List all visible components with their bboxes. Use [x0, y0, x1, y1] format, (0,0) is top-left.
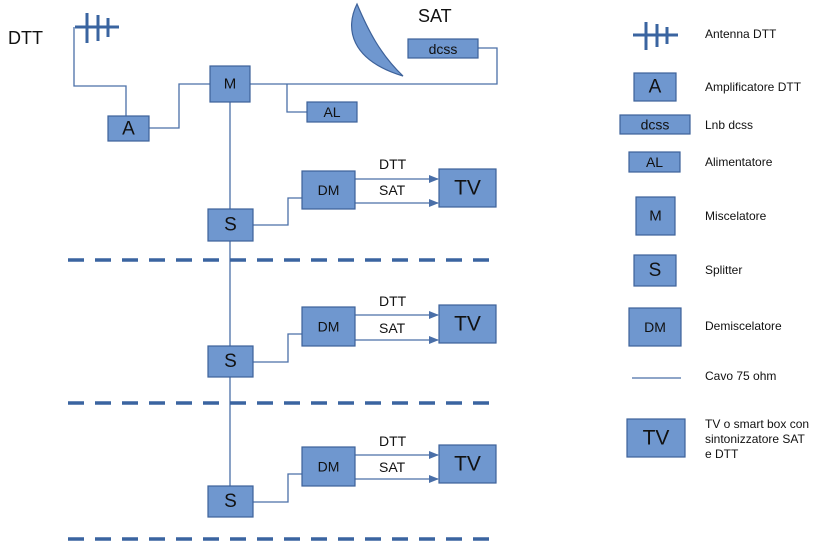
tv-label: TV	[454, 313, 481, 336]
lnb-box	[407, 38, 479, 59]
splitter-box	[207, 345, 254, 378]
line-dtt-label: DTT	[379, 433, 407, 449]
tv-label: TV	[454, 453, 481, 476]
line-dtt-label: DTT	[379, 293, 407, 309]
legend-tv-label-line3: e DTT	[705, 447, 739, 461]
mixer-label: M	[224, 76, 237, 93]
amplifier-box	[107, 115, 150, 142]
tv-box	[438, 444, 497, 484]
legend-amp-symbol: A	[649, 77, 662, 98]
legend-lnb-symbol: dcss	[641, 117, 670, 133]
antenna-icon	[75, 13, 119, 43]
legend-demux-symbol: DM	[644, 319, 666, 335]
legend-tv-label-line2: sintonizzatore SAT	[705, 432, 805, 446]
cable-mixer-psu	[286, 84, 307, 113]
floor-2: S DM TV DTT SAT	[207, 293, 497, 378]
legend-antenna-icon	[633, 22, 678, 50]
demux-label: DM	[318, 459, 340, 475]
satellite-dish-icon	[351, 2, 404, 77]
cable-amp-mixer	[149, 83, 210, 129]
amplifier-label: A	[122, 119, 135, 140]
legend-amp-label: Amplificatore DTT	[705, 80, 802, 94]
legend-lnb-label: Lnb dcss	[705, 118, 753, 132]
floor-1: S DM TV DTT SAT	[207, 156, 497, 242]
legend-psu-box	[628, 151, 681, 173]
legend-cable-label: Cavo 75 ohm	[705, 369, 776, 383]
legend-splitter-symbol: S	[649, 260, 662, 281]
splitter-label: S	[224, 351, 237, 372]
line-sat-label: SAT	[379, 182, 406, 198]
tv-label: TV	[454, 177, 481, 200]
splitter-box	[207, 208, 254, 242]
psu-box	[306, 101, 358, 123]
legend-demux-box	[628, 307, 682, 347]
demux-box	[301, 446, 356, 487]
legend-psu-label: Alimentatore	[705, 155, 773, 169]
legend-tv-symbol: TV	[643, 427, 670, 450]
legend-tv-label-line1: TV o smart box con	[705, 417, 809, 431]
line-sat-label: SAT	[379, 459, 406, 475]
legend-splitter-box	[633, 254, 677, 287]
floor-3: S DM TV DTT SAT	[207, 433, 497, 518]
legend-mixer-label: Miscelatore	[705, 209, 767, 223]
legend-mixer-symbol: M	[649, 208, 662, 225]
legend-mixer-box	[635, 196, 676, 236]
cable-antenna-amp	[73, 27, 127, 117]
demux-box	[301, 170, 356, 210]
legend-demux-label: Demiscelatore	[705, 319, 782, 333]
legend-antenna-label: Antenna DTT	[705, 27, 777, 41]
line-sat-label: SAT	[379, 320, 406, 336]
psu-label: AL	[323, 104, 340, 120]
legend: Antenna DTT A Amplificatore DTT dcss Lnb…	[619, 22, 809, 461]
splitter-label: S	[224, 491, 237, 512]
legend-psu-symbol: AL	[646, 154, 663, 170]
legend-amp-box	[633, 72, 677, 102]
mixer-box	[209, 65, 251, 103]
legend-splitter-label: Splitter	[705, 263, 742, 277]
line-dtt-label: DTT	[379, 156, 407, 172]
dtt-label: DTT	[8, 28, 43, 48]
demux-label: DM	[318, 319, 340, 335]
splitter-box	[207, 485, 254, 518]
lnb-label: dcss	[429, 41, 458, 57]
tv-box	[438, 168, 497, 208]
legend-lnb-box	[619, 114, 691, 135]
splitter-label: S	[224, 215, 237, 236]
tv-box	[438, 304, 497, 344]
demux-label: DM	[318, 182, 340, 198]
legend-tv-box	[626, 418, 686, 458]
sat-label: SAT	[418, 6, 452, 26]
demux-box	[301, 306, 356, 347]
cable-mixer-lnb	[250, 47, 498, 85]
